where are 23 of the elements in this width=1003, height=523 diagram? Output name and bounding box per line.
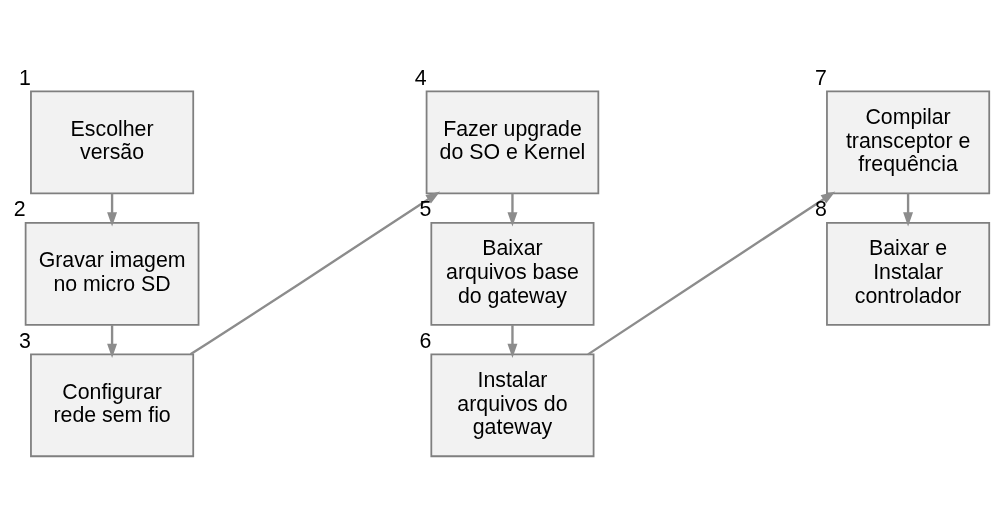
node-box: Escolher versão: [30, 90, 195, 194]
node-box: Gravar imagem no micro SD: [24, 221, 200, 326]
node-box: Instalar arquivos do gateway: [430, 353, 595, 457]
arrow: [507, 324, 518, 358]
node-label: 8: [815, 196, 827, 221]
node-box: Baixar e Instalar controlador: [826, 221, 991, 326]
node-box: Configurar rede sem fio: [30, 353, 195, 457]
arrow: [587, 191, 836, 355]
node-label: 2: [13, 196, 26, 221]
node-box: Baixar arquivos base do gateway: [430, 221, 595, 326]
node-label: 7: [815, 65, 827, 90]
node-box: Compilar transceptor e frequência: [826, 90, 991, 194]
arrow: [903, 192, 914, 226]
node-label: 5: [419, 196, 432, 221]
node-label: 1: [19, 65, 31, 90]
arrow: [107, 192, 118, 226]
arrow: [189, 190, 441, 355]
node-label: 4: [414, 65, 427, 90]
node-label: 3: [19, 328, 31, 353]
node-label: 6: [419, 328, 432, 353]
arrow: [107, 324, 118, 358]
arrow: [507, 192, 518, 226]
node-box: Fazer upgrade do SO e Kernel: [425, 90, 600, 194]
